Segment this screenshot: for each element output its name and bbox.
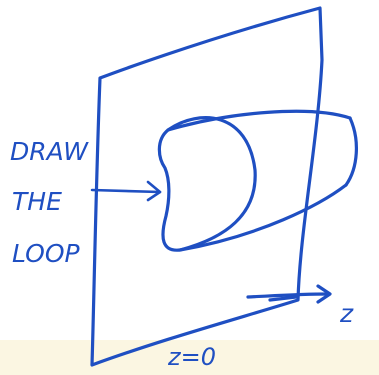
cylinder-top	[166, 109, 352, 132]
pointer-arrow	[90, 188, 162, 194]
z-axis-stroke2	[268, 295, 298, 302]
plane-outline	[90, 6, 324, 367]
cylinder-end	[344, 116, 358, 187]
plane-label: z=0	[167, 343, 216, 371]
pointer-arrowhead	[146, 180, 162, 202]
loop-disk	[157, 116, 257, 252]
cylinder-bottom	[178, 183, 348, 252]
annotation-draw: DRAW	[10, 137, 89, 166]
z-axis-arrowhead	[316, 284, 332, 304]
z-axis-line	[246, 292, 330, 299]
annotation-the: THE	[12, 187, 62, 216]
paper-band	[0, 340, 379, 375]
z-axis-label: z	[339, 299, 354, 328]
annotation-loop: LOOP	[12, 239, 81, 268]
